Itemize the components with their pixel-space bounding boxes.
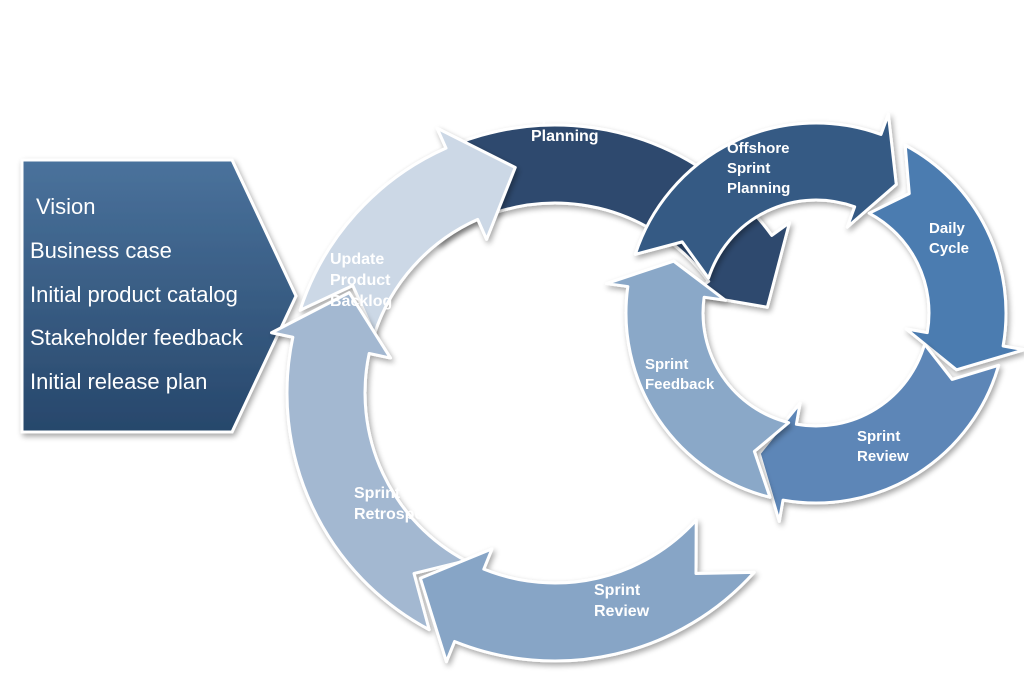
input-item-product-catalog: Initial product catalog [30,282,238,307]
inner-segment-2 [867,143,1024,372]
inner-segment-1 [633,112,898,280]
input-item-vision: Vision [36,194,96,219]
outer-segment-2 [298,126,517,336]
inner-segment-3 [757,342,1001,523]
outer-segment-3 [269,291,468,632]
outer-segment-4 [418,518,756,664]
input-box-shape [20,158,298,434]
input-item-release-plan: Initial release plan [30,369,207,394]
input-box: Vision Business case Initial product cat… [20,158,298,434]
inner-segment-4 [604,259,791,499]
input-item-stakeholder-feedback: Stakeholder feedback [30,325,244,350]
input-item-business-case: Business case [30,238,172,263]
